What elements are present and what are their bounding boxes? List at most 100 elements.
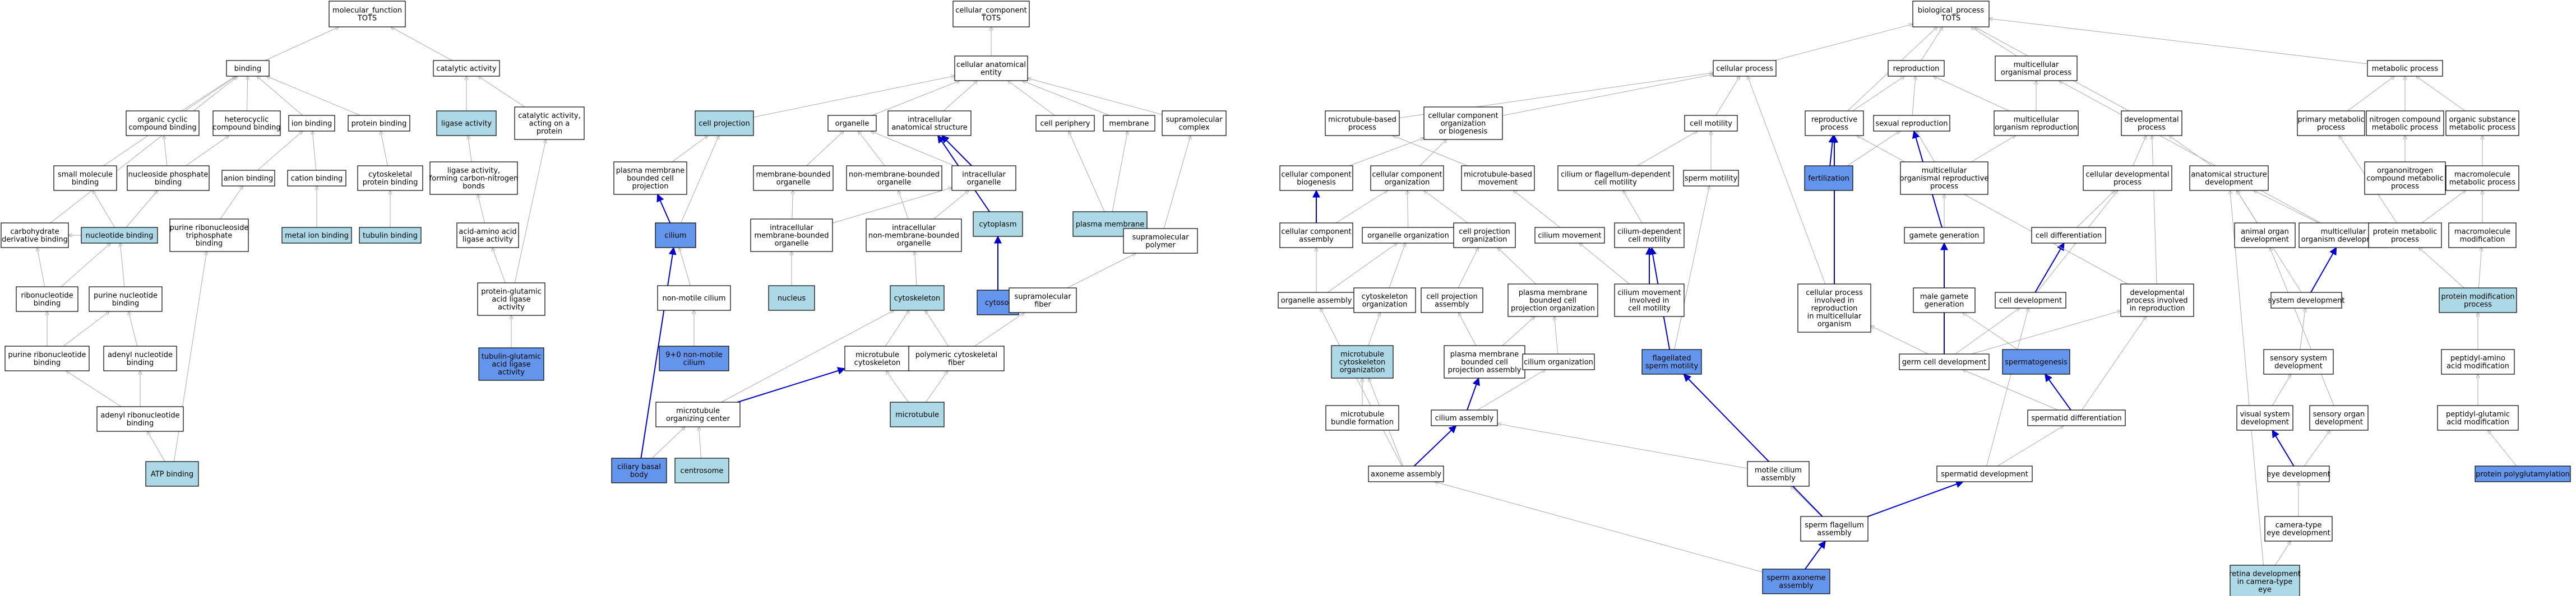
node-label: cilium organization (1524, 358, 1593, 367)
node-box (103, 346, 177, 371)
node-box (1873, 115, 1950, 132)
edge-spermflag-to-motcilassem (1791, 486, 1822, 517)
node-nucleotide: nucleotide binding (81, 227, 158, 244)
node-box (329, 1, 406, 27)
node-box (1797, 283, 1871, 333)
node-metal: metal ion binding (281, 227, 352, 244)
node-label: sperm motility (1685, 175, 1738, 183)
node-box (2230, 565, 2300, 596)
edge-cpinrep-to-cellproc (1747, 76, 1826, 285)
edge-eyedev-to-vissys (2272, 429, 2295, 467)
node-cellperi: cell periphery (1035, 115, 1095, 132)
node-box (2448, 222, 2517, 248)
edge-supfiber-to-suppoly (1067, 253, 1136, 288)
node-box (359, 227, 422, 244)
node-ligase: ligase activity (436, 110, 497, 136)
edge-purntp-to-anion (220, 186, 243, 220)
node-label: gamete generation (1909, 232, 1980, 240)
node-box (2297, 110, 2365, 136)
node-box (1804, 165, 1853, 191)
node-box (1162, 110, 1227, 136)
node-box (1123, 228, 1198, 254)
edge-repro-to-bp (1921, 27, 1943, 61)
edge-protmod-to-protmet (2419, 248, 2464, 288)
edge-mtmove-to-mtbp (1393, 136, 1468, 166)
node-box (1641, 349, 1702, 375)
node-box (145, 461, 199, 487)
node-centrosome: centrosome (674, 458, 729, 483)
edge-devinrep-to-reproproc (1857, 136, 2128, 285)
node-box (81, 227, 158, 244)
edge-retina-to-camera (2275, 541, 2291, 566)
edge-protb-to-binding (266, 76, 360, 116)
edge-cation-to-ionb (312, 131, 317, 171)
node-label: cell differentiation (2036, 232, 2102, 240)
node-catact: catalytic activity (433, 60, 500, 77)
edge-protmet-to-macromet (2421, 190, 2466, 224)
node-spermato: spermatogenesis (2002, 349, 2070, 375)
node-box (436, 110, 497, 136)
edge-cpo-to-ccorg (1424, 190, 1468, 224)
edge-purnt-to-nucleotide (120, 243, 125, 287)
edge-cilium-to-cellproj (681, 136, 719, 224)
edge-metab-to-bp (1989, 18, 2368, 64)
node-label: protein binding (352, 120, 407, 128)
node-label: cell development (1999, 297, 2062, 305)
node-label: catalytic activity (436, 65, 497, 73)
node-box (1936, 465, 2033, 482)
node-box (2364, 161, 2446, 195)
node-box (2366, 110, 2444, 136)
node-label: plasma membrane (1076, 221, 1145, 229)
node-box (1683, 170, 1739, 187)
edge-primmet-to-metab (2347, 76, 2395, 111)
node-box (2234, 222, 2296, 248)
edge-ccassem-to-ccorg (1335, 190, 1388, 224)
node-box (2437, 405, 2519, 431)
edge-ccob-to-cellproc (1502, 74, 1713, 116)
node-box (844, 346, 910, 371)
edge-sexrep-to-repro (1912, 76, 1916, 116)
edge-ciliumflag-to-cellmot (1636, 131, 1698, 166)
node-label: nucleus (778, 295, 806, 303)
node-label: ATP binding (151, 471, 193, 479)
node-label: germ cell development (1902, 358, 1986, 367)
node-box (611, 458, 667, 483)
node-label: organelle (835, 120, 870, 128)
node-label: cilium assembly (1435, 415, 1494, 423)
node-box (655, 402, 741, 427)
edge-sysdev-to-morgdev (2310, 246, 2337, 293)
edge-axoassem-to-ciliumassem (1413, 425, 1457, 467)
edge-ncphos-to-hetcyc (186, 136, 229, 166)
node-box (1557, 165, 1674, 191)
node-label: microtubule (895, 411, 939, 420)
node-celldev: cell development (1995, 292, 2066, 309)
edge-layer (37, 18, 2517, 572)
edge-ribont-to-carbo (37, 248, 45, 287)
node-box (1614, 222, 1685, 248)
node-box (768, 285, 815, 311)
node-label: system development (2268, 297, 2345, 305)
